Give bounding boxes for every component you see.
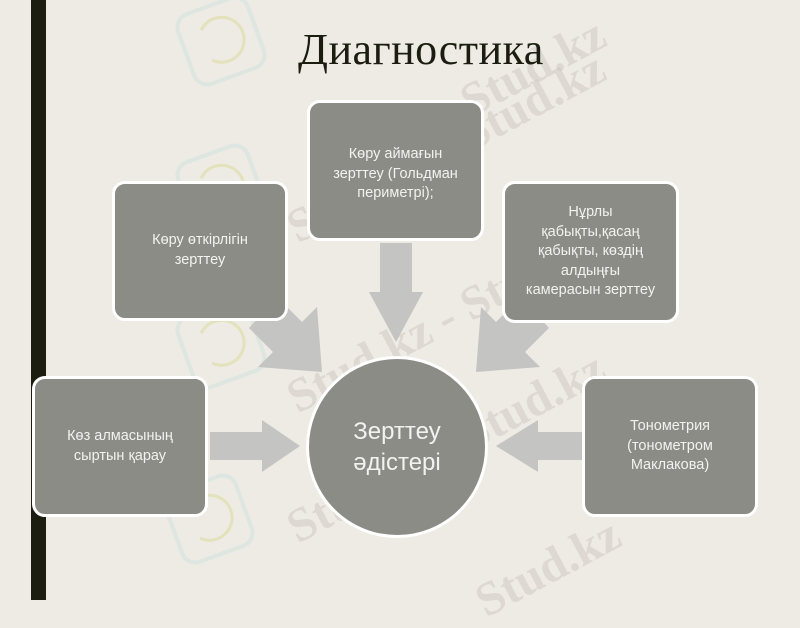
node-label: Тонометрия (тонометром Маклакова) [627,418,713,474]
node-visual-field: Көру аймағын зерттеу (Гольдман периметрі… [307,100,484,241]
node-tonometry: Тонометрия (тонометром Маклакова) [582,376,758,517]
node-visual-acuity: Көру өткірлігін зерттеу [112,181,288,321]
center-node-research-methods: Зерттеу әдістері [306,356,488,538]
node-label: Көру өткірлігін зерттеу [152,232,248,268]
node-label: Көз алмасының сыртын қарау [67,427,173,464]
arrow-right-icon [210,420,300,472]
slide-title: Диагностика [298,25,544,74]
center-label: Зерттеу әдістері [353,417,441,476]
node-iris-cornea: Нұрлы қабықты,қасаң қабықты, көздің алды… [502,181,679,323]
node-external-exam: Көз алмасының сыртын қарау [32,376,208,517]
node-label: Нұрлы қабықты,қасаң қабықты, көздің алды… [525,204,656,299]
arrow-down-icon [369,243,423,342]
node-label: Көру аймағын зерттеу (Гольдман периметрі… [333,146,458,202]
arrow-left-icon [496,420,582,472]
